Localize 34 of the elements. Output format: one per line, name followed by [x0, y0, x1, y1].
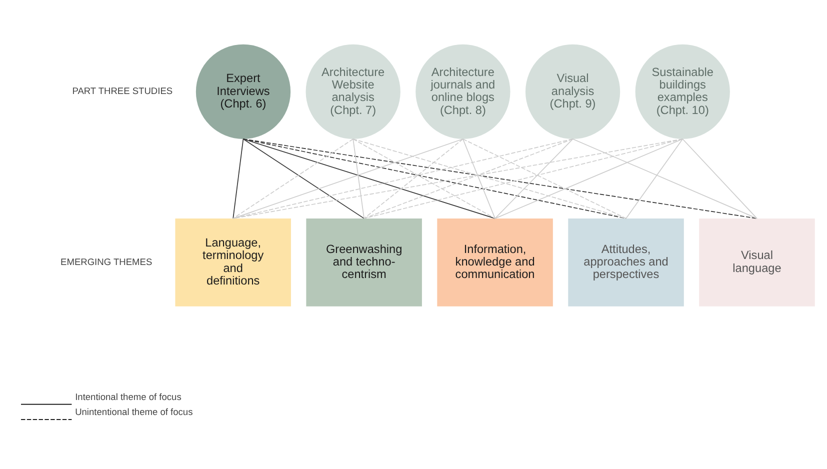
- connector: [572, 138, 758, 219]
- connector: [232, 138, 574, 219]
- connector: [494, 138, 684, 219]
- connector: [626, 138, 684, 219]
- node-box: Information, knowledge and communication: [437, 218, 553, 306]
- connector: [364, 138, 574, 219]
- connector: [364, 138, 684, 219]
- node-box: Visual language: [699, 218, 815, 306]
- connector: [352, 138, 496, 219]
- connector: [242, 138, 496, 219]
- connector: [242, 138, 758, 219]
- connector: [232, 138, 244, 219]
- connector: [352, 138, 364, 219]
- connector: [462, 138, 496, 219]
- legend-label: Intentional theme of focus: [75, 392, 182, 402]
- connector: [494, 138, 574, 219]
- label: EMERGING THEMES: [60, 256, 152, 267]
- node-circle: Architecture Website analysis (Chpt. 7): [306, 44, 400, 140]
- connector: [364, 138, 464, 219]
- connector: [682, 138, 758, 219]
- connector: [242, 138, 364, 219]
- node-box: Language, terminology and definitions: [175, 218, 291, 306]
- node-box: Greenwashing and techno-centrism: [306, 218, 422, 306]
- node-circle: Expert Interviews (Chpt. 6): [196, 44, 291, 140]
- node-box: Attitudes, approaches and perspectives: [568, 218, 684, 306]
- connector: [232, 138, 464, 219]
- node-circle: Architecture journals and online blogs (Chpt. 8): [416, 44, 510, 140]
- connector: [232, 138, 354, 219]
- label: PART THREE STUDIES: [72, 86, 173, 96]
- node-circle: Visual analysis (Chpt. 9): [525, 44, 620, 140]
- legend-label: Unintentional theme of focus: [75, 407, 193, 418]
- connector: [352, 138, 626, 219]
- node-circle: Sustainable buildings examples (Chpt. 10): [635, 44, 730, 140]
- connector: [462, 138, 626, 219]
